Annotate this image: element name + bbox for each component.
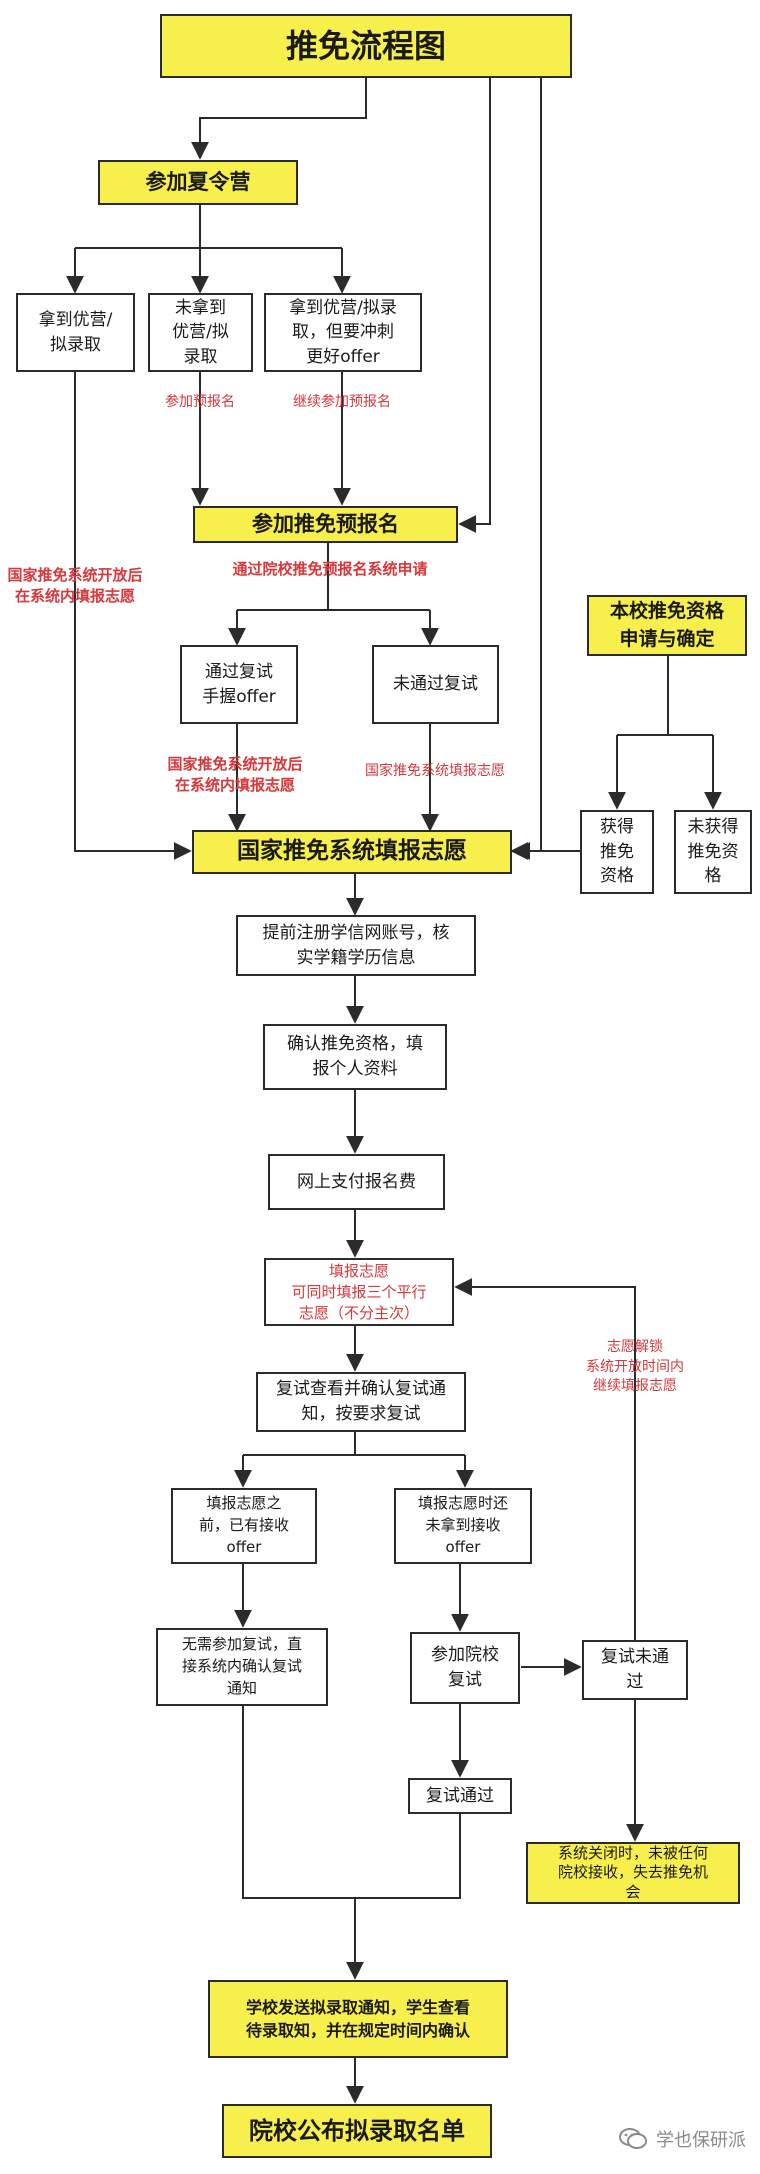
publish-list-node: 院校公布拟录取名单 bbox=[222, 2104, 492, 2158]
note-pre-register-1: 参加预报名 bbox=[165, 394, 235, 410]
no-offer-node: 填报志愿时还 未拿到接收 offer bbox=[394, 1488, 532, 1564]
has-offer-node: 填报志愿之 前，已有接收 offer bbox=[171, 1488, 317, 1564]
wechat-icon bbox=[619, 2128, 647, 2149]
camp-excellent-sprint-node: 拿到优营/拟录 取，但要冲刺 更好offer bbox=[264, 293, 422, 372]
retest-failed-node: 复试未通 过 bbox=[582, 1640, 688, 1700]
check-retest-notice-node: 复试查看并确认复试通 知，按要求复试 bbox=[256, 1372, 466, 1432]
camp-not-excellent-node: 未拿到 优营/拟 录取 bbox=[148, 293, 253, 372]
title-node: 推免流程图 bbox=[160, 14, 572, 78]
note-fill-after-open-left: 国家推免系统开放后 在系统内填报志愿 bbox=[7, 566, 143, 605]
note-fill-in-system: 国家推免系统填报志愿 bbox=[365, 763, 505, 779]
attend-retest-node: 参加院校 复试 bbox=[410, 1632, 520, 1704]
national-system-node: 国家推免系统填报志愿 bbox=[192, 830, 512, 874]
pre-register-node: 参加推免预报名 bbox=[193, 506, 458, 543]
confirm-qualification-node: 确认推免资格，填 报个人资料 bbox=[263, 1024, 447, 1090]
failed-retest-node: 未通过复试 bbox=[372, 645, 499, 724]
obtained-qualification-node: 获得 推免 资格 bbox=[580, 810, 654, 894]
passed-retest-node: 通过复试 手握offer bbox=[180, 645, 298, 724]
no-retest-needed-node: 无需参加复试，直 接系统内确认复试 通知 bbox=[156, 1628, 328, 1706]
edge-failed-unlock bbox=[454, 1278, 636, 1640]
watermark: 学也保研派 bbox=[618, 2126, 746, 2152]
fill-applications-node: 填报志愿 可同时填报三个平行 志愿（不分主次） bbox=[264, 1258, 454, 1326]
school-qualification-node: 本校推免资格 申请与确定 bbox=[587, 595, 747, 656]
edge-title-summer-camp bbox=[191, 78, 367, 160]
note-apply-via-school-system: 通过院校推免预报名系统申请 bbox=[232, 560, 428, 578]
edge-camp-excellent-national bbox=[74, 372, 192, 860]
note-pre-register-2: 继续参加预报名 bbox=[293, 394, 391, 410]
retest-passed-node: 复试通过 bbox=[408, 1778, 512, 1814]
edge-passed-merge bbox=[355, 1814, 461, 1899]
register-chsi-node: 提前注册学信网账号，核 实学籍学历信息 bbox=[236, 915, 476, 976]
admission-notice-node: 学校发送拟录取通知，学生查看 待录取知，并在规定时间内确认 bbox=[208, 1980, 508, 2058]
edge-title-national-system bbox=[510, 78, 542, 860]
system-closed-node: 系统关闭时，未被任何 院校接收，失去推免机 会 bbox=[526, 1842, 740, 1904]
summer-camp-node: 参加夏令营 bbox=[98, 160, 298, 205]
edge-no-retest-merge bbox=[242, 1706, 355, 1899]
watermark-text: 学也保研派 bbox=[656, 2130, 746, 2151]
camp-excellent-node: 拿到优营/ 拟录取 bbox=[16, 293, 135, 372]
edge-title-pre-register bbox=[458, 78, 491, 533]
pay-fee-node: 网上支付报名费 bbox=[268, 1154, 445, 1210]
not-obtained-qualification-node: 未获得 推免资 格 bbox=[674, 810, 752, 894]
note-fill-after-open-mid: 国家推免系统开放后 在系统内填报志愿 bbox=[167, 755, 303, 794]
note-unlock-refill: 志愿解锁 系统开放时间内 继续填报志愿 bbox=[586, 1339, 684, 1395]
